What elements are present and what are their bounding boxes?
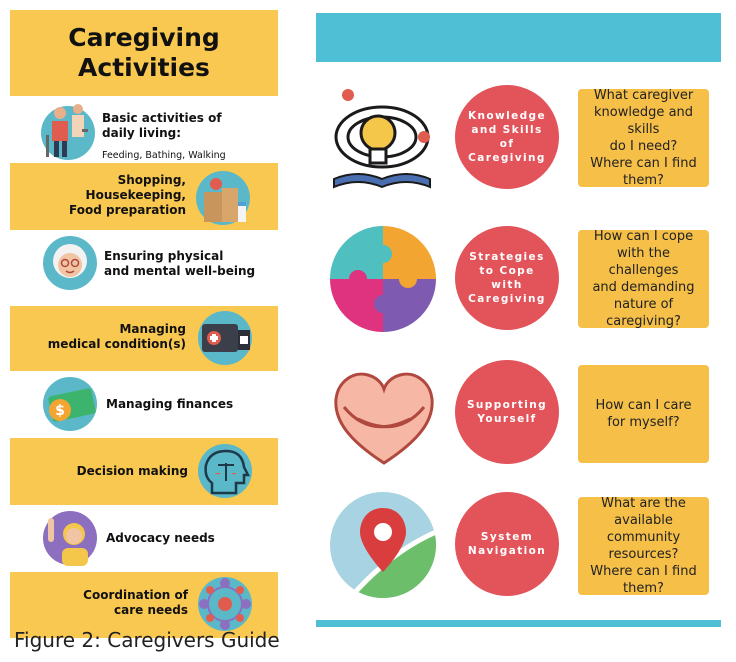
circle-label: Knowledge and Skills of Caregiving (468, 110, 546, 164)
panel-title: Caregiving Activities (10, 10, 278, 96)
activity-finances: $ Managing finances (10, 371, 278, 438)
figure-caption: Figure 2: Caregivers Guide (14, 628, 280, 652)
activity-label: Managing finances (106, 397, 234, 411)
activity-label: Shopping, Housekeeping, Food preparation (69, 173, 186, 217)
header-bar (316, 13, 721, 62)
self-hug-heart-icon (334, 372, 434, 465)
footer-bar (316, 620, 721, 627)
circle-label: Strategies to Cope with Caregiving (468, 251, 546, 305)
puzzle-icon (330, 226, 436, 332)
activity-shopping: Shopping, Housekeeping, Food preparation (10, 163, 278, 230)
question-resources: What are the available community resourc… (578, 496, 709, 596)
network-icon (198, 577, 252, 631)
activity-wellbeing: Ensuring physical and mental well-being (10, 230, 278, 297)
circle-supporting-yourself: Supporting Yourself (455, 360, 559, 464)
activity-coordination: Coordination of care needs (10, 572, 278, 638)
activity-sublabel: Feeding, Bathing, Walking (102, 150, 226, 161)
head-scales-icon (198, 444, 252, 498)
activity-label: Decision making (76, 464, 188, 478)
circle-label: Supporting Yourself (466, 399, 548, 425)
question-self-care: How can I care for myself? (578, 365, 709, 463)
question-knowledge: What caregiver knowledge and skills do I… (578, 88, 709, 188)
question-text: How can I care for myself? (595, 398, 692, 430)
lightbulb-book-icon (333, 89, 431, 189)
activity-label: Basic activities of daily living: (102, 111, 222, 140)
raised-hand-woman-icon (43, 511, 97, 566)
elderly-walker-icon (41, 104, 95, 160)
activity-label: Managing medical condition(s) (47, 322, 186, 351)
circle-label: System Navigation (467, 531, 547, 557)
elderly-woman-icon (43, 236, 97, 290)
question-text: What caregiver knowledge and skills do I… (590, 88, 697, 188)
activity-label: Coordination of care needs (83, 588, 188, 617)
map-pin-icon (330, 492, 436, 598)
question-text: How can I cope with the challenges and d… (592, 229, 695, 329)
activity-decision-making: Decision making (10, 438, 278, 505)
activity-label: Advocacy needs (106, 531, 215, 545)
activity-advocacy: Advocacy needs (10, 505, 278, 572)
money-icon: $ (43, 377, 97, 431)
title-line-1: Caregiving (68, 23, 220, 52)
question-coping: How can I cope with the challenges and d… (578, 229, 709, 329)
svg-text:$: $ (55, 403, 65, 419)
activity-medical: Managing medical condition(s) (10, 306, 278, 371)
circle-system-navigation: System Navigation (455, 492, 559, 596)
groceries-icon (196, 171, 250, 225)
question-text: What are the available community resourc… (590, 496, 697, 596)
activity-basic-living: Basic activities of daily living: Feedin… (10, 96, 278, 163)
activity-label: Ensuring physical and mental well-being (104, 249, 256, 278)
circle-knowledge-skills: Knowledge and Skills of Caregiving (455, 85, 559, 189)
circle-coping-strategies: Strategies to Cope with Caregiving (455, 226, 559, 330)
title-line-2: Activities (78, 53, 210, 82)
medicine-kit-icon (198, 311, 252, 365)
